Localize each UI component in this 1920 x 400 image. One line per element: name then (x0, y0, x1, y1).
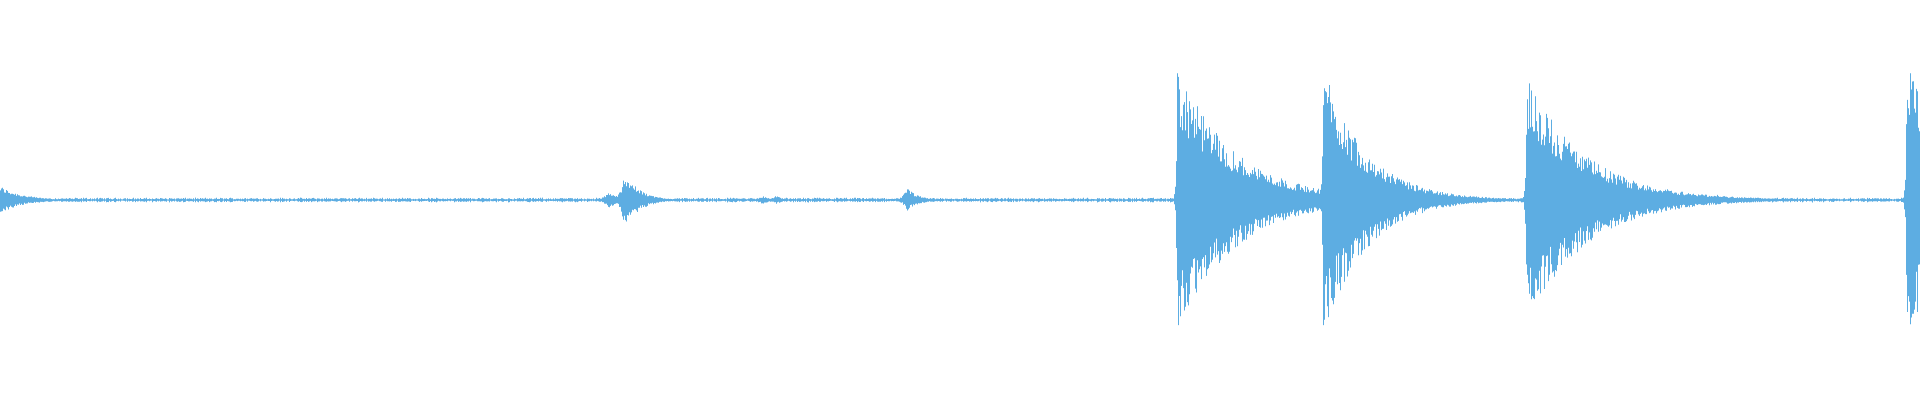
waveform-path (0, 73, 1920, 326)
waveform-samples (0, 73, 1920, 326)
